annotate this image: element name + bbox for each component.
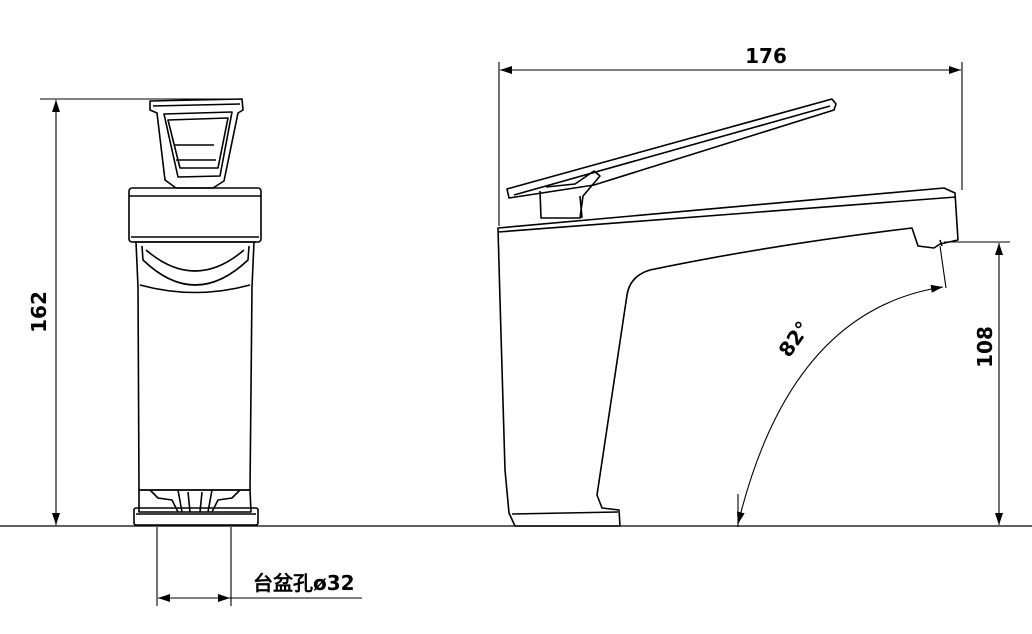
side-handle [506, 98, 837, 219]
front-cap [128, 187, 262, 243]
side-view [497, 98, 959, 527]
side-body [497, 187, 959, 527]
dim-hole-label: 台盆孔ø32 [253, 571, 355, 595]
front-view [128, 98, 262, 526]
dim-width-label: 176 [745, 44, 787, 68]
dim-hole [156, 527, 362, 606]
front-body [135, 241, 255, 491]
dim-height-spout-label: 108 [973, 326, 997, 368]
front-handle [149, 98, 244, 189]
dim-height-spout [944, 241, 1010, 525]
dim-angle-label: 82° [774, 317, 815, 362]
dim-width [498, 62, 963, 226]
dim-height-total [40, 98, 240, 525]
dim-height-total-label: 162 [27, 291, 51, 333]
dim-angle [736, 245, 947, 527]
front-base [133, 489, 259, 526]
